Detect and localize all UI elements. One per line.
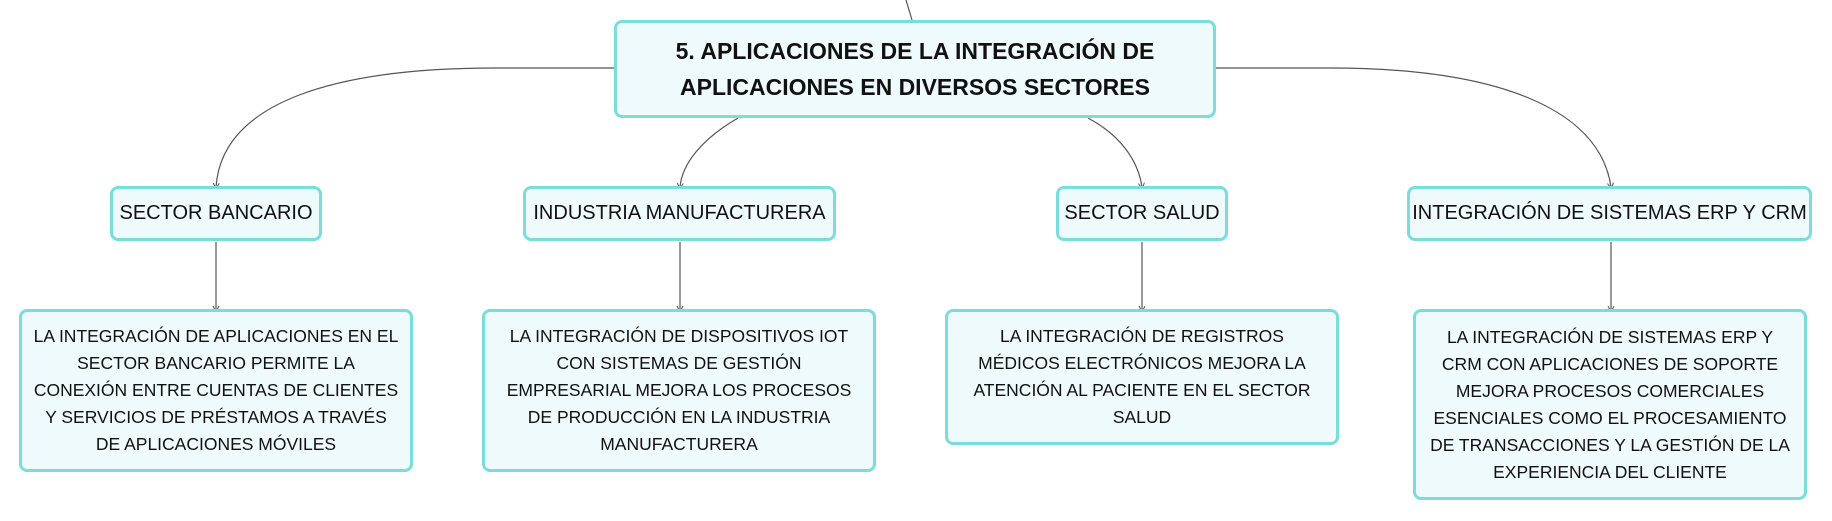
connector-root-sector-salud <box>1087 117 1142 187</box>
sector-bancario-label: SECTOR BANCARIO <box>119 202 313 224</box>
connector-root-industria-manufacturera <box>680 117 739 187</box>
connector-root-erp-crm <box>1216 67 1611 187</box>
sector-salud-label: SECTOR SALUD <box>1064 202 1220 224</box>
root-topic-node[interactable]: 5. APLICACIONES DE LA INTEGRACIÓN DE APL… <box>614 20 1216 118</box>
sector-salud-node[interactable]: SECTOR SALUD <box>1056 186 1228 241</box>
sector-bancario-node[interactable]: SECTOR BANCARIO <box>110 186 322 241</box>
erp-crm-label: INTEGRACIÓN DE SISTEMAS ERP Y CRM <box>1412 202 1807 224</box>
root-topic-title: 5. APLICACIONES DE LA INTEGRACIÓN DE APL… <box>675 38 1155 100</box>
industria-manufacturera-description-node[interactable]: LA INTEGRACIÓN DE DISPOSITIVOS IOT CON S… <box>482 309 876 472</box>
sector-bancario-description: LA INTEGRACIÓN DE APLICACIONES EN EL SEC… <box>33 326 399 454</box>
connector-parent <box>905 0 913 21</box>
sector-salud-description: LA INTEGRACIÓN DE REGISTROS MÉDICOS ELEC… <box>973 326 1311 427</box>
industria-manufacturera-node[interactable]: INDUSTRIA MANUFACTURERA <box>523 186 836 241</box>
sector-bancario-description-node[interactable]: LA INTEGRACIÓN DE APLICACIONES EN EL SEC… <box>19 309 413 472</box>
sector-salud-description-node[interactable]: LA INTEGRACIÓN DE REGISTROS MÉDICOS ELEC… <box>945 309 1339 445</box>
connector-root-sector-bancario <box>216 67 614 187</box>
industria-manufacturera-description: LA INTEGRACIÓN DE DISPOSITIVOS IOT CON S… <box>506 326 852 454</box>
erp-crm-description: LA INTEGRACIÓN DE SISTEMAS ERP Y CRM CON… <box>1430 326 1790 482</box>
industria-manufacturera-label: INDUSTRIA MANUFACTURERA <box>533 202 826 224</box>
erp-crm-description-node[interactable]: LA INTEGRACIÓN DE SISTEMAS ERP Y CRM CON… <box>1413 309 1807 500</box>
erp-crm-node[interactable]: INTEGRACIÓN DE SISTEMAS ERP Y CRM <box>1407 186 1812 241</box>
